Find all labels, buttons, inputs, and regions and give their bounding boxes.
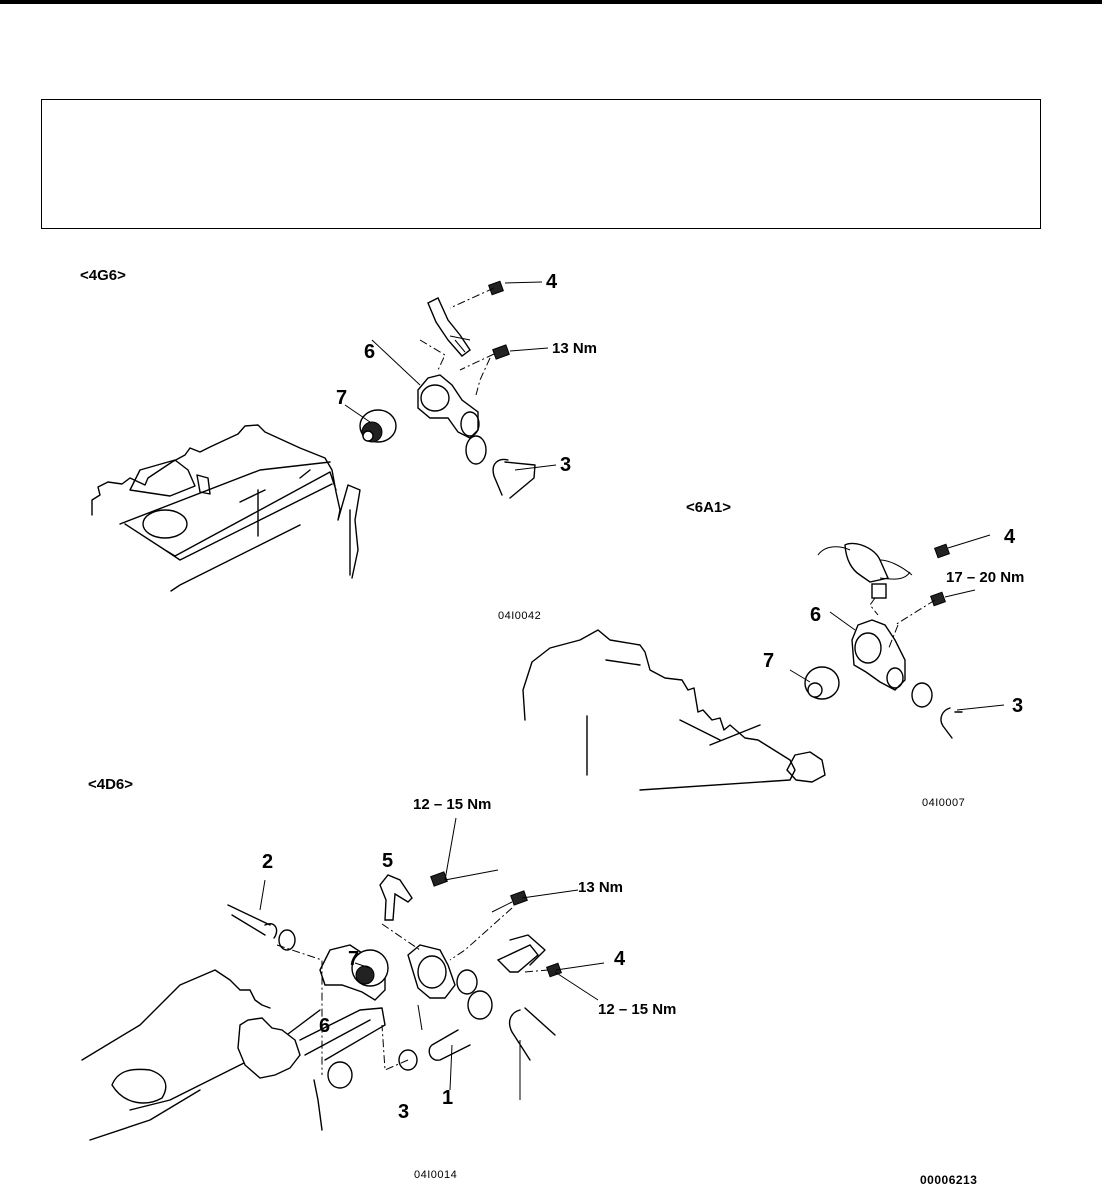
header-box: [41, 99, 1041, 229]
callout-4d6-3: 3: [398, 1101, 410, 1123]
cap-6a1: [786, 751, 826, 783]
torque-4d6-case-bolt: 13 Nm: [578, 879, 624, 896]
torque-4d6-bolt-4: 12 – 15 Nm: [598, 1001, 677, 1018]
clamp-4d6-2: [278, 929, 296, 951]
clamp-4g6: [465, 435, 487, 465]
torque-4d6-bolt-5: 12 – 15 Nm: [413, 796, 492, 813]
clamp-6a1: [911, 682, 933, 708]
bolt-6a1-17nm: [930, 591, 946, 607]
callout-4d6-2: 2: [262, 851, 274, 873]
bolt-4g6-4: [488, 280, 504, 296]
callout-4d6-6: 6: [319, 1015, 331, 1037]
callout-4d6-1: 1: [442, 1087, 454, 1109]
bracket-6a1: [871, 583, 887, 599]
hose-4d6-3: [508, 1007, 556, 1061]
callout-4g6-6: 6: [364, 341, 376, 363]
callout-6a1-7: 7: [763, 650, 775, 672]
diagram-6a1-art: [522, 534, 1005, 791]
harness-4g6: [427, 297, 471, 357]
bolt-4d6-13nm: [510, 890, 528, 906]
harness-6a1: [844, 542, 889, 583]
hose-6a1-3: [940, 707, 963, 739]
engine-4g6: [91, 424, 361, 592]
thermostat-6a1: [804, 666, 840, 700]
figure-code-4d6: 04I0014: [414, 1169, 458, 1181]
bracket-4d6: [379, 874, 413, 921]
water-pump-4d6: [237, 1017, 301, 1079]
thermostat-case-4g6: [417, 374, 479, 439]
valve-cover-bump: [129, 459, 211, 497]
variant-label-6a1: <6A1>: [686, 499, 732, 516]
bolt-6a1-4: [934, 543, 950, 559]
diagram-4d6-art: [81, 817, 605, 1141]
hose-4g6-3: [492, 458, 536, 499]
diagram-4g6-art: [91, 280, 557, 592]
callout-4g6-7: 7: [336, 387, 348, 409]
cap-4d6: [111, 1068, 167, 1104]
figure-code-page: 00006213: [920, 1173, 978, 1187]
variant-label-4d6: <4D6>: [88, 776, 134, 793]
callout-4g6-3: 3: [560, 454, 572, 476]
top-rule: [0, 0, 1102, 4]
bracket-4d6-4: [496, 944, 539, 973]
thermostat-case-6a1: [851, 619, 906, 691]
callout-4d6-5: 5: [382, 850, 394, 872]
callout-6a1-3: 3: [1012, 695, 1024, 717]
torque-4g6-bolt: 13 Nm: [552, 340, 598, 357]
callout-4d6-7: 7: [348, 948, 360, 970]
oil-cap-4g6: [142, 509, 188, 539]
outlet-pipe-4d6: [327, 1061, 353, 1089]
figure-code-6a1: 04I0007: [922, 797, 966, 809]
callout-4d6-4: 4: [614, 948, 626, 970]
figure-code-4g6: 04I0042: [498, 610, 542, 622]
hose-4d6-1: [428, 1029, 471, 1061]
callout-4g6-4: 4: [546, 271, 558, 293]
bolt-4g6-13nm: [492, 344, 510, 360]
engine-6a1: [522, 629, 796, 791]
callout-6a1-4: 4: [1004, 526, 1016, 548]
hose-4d6-2: [227, 904, 278, 939]
callout-6a1-6: 6: [810, 604, 822, 626]
torque-6a1-bolt: 17 – 20 Nm: [946, 569, 1025, 586]
thermostat-4g6: [359, 409, 397, 443]
clamp-4d6-3: [467, 990, 493, 1020]
variant-label-4g6: <4G6>: [80, 267, 126, 284]
